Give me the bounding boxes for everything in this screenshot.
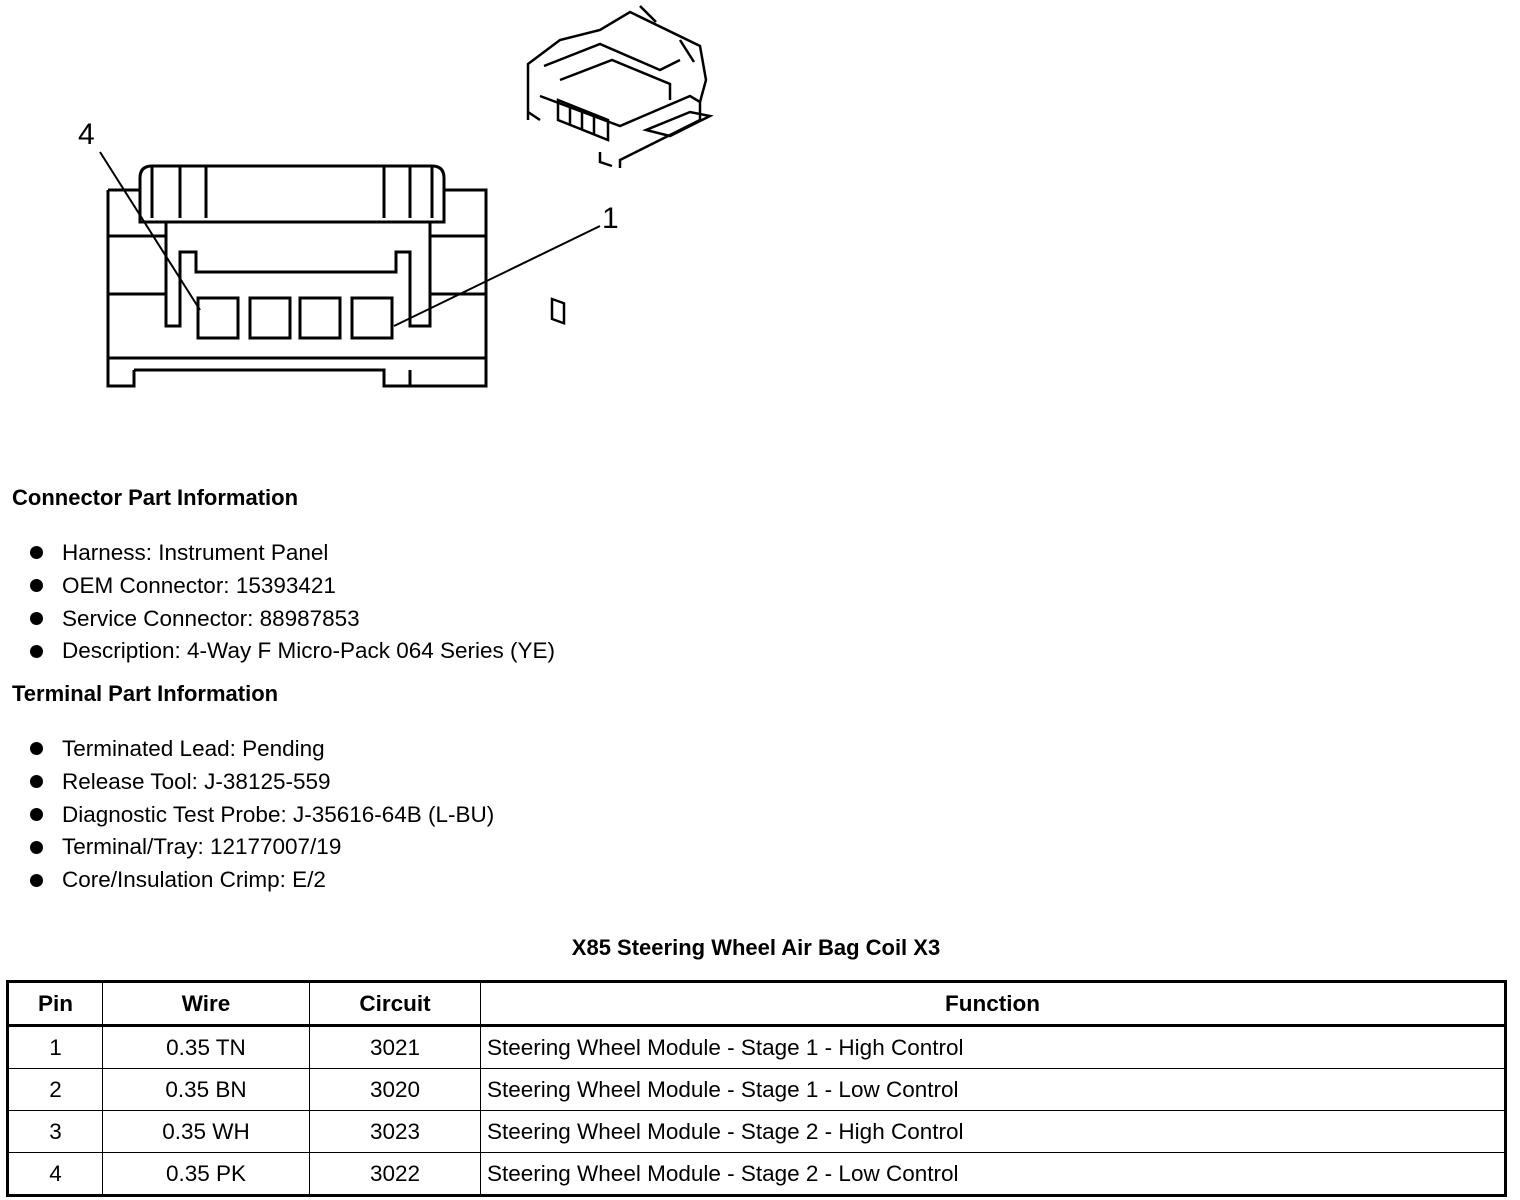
list-item: Core/Insulation Crimp: E/2 (28, 864, 494, 897)
list-item: Harness: Instrument Panel (28, 537, 555, 570)
column-header-function: Function (480, 981, 1506, 1026)
cell-wire: 0.35 WH (102, 1110, 310, 1153)
cell-function: Steering Wheel Module - Stage 1 - High C… (480, 1025, 1506, 1069)
list-item: Terminated Lead: Pending (28, 733, 494, 766)
cell-pin: 3 (7, 1110, 103, 1153)
terminal-info-list: Terminated Lead: Pending Release Tool: J… (28, 733, 494, 897)
terminal-info-heading: Terminal Part Information (12, 681, 279, 706)
cell-wire: 0.35 BN (102, 1068, 310, 1111)
list-item: Terminal/Tray: 12177007/19 (28, 831, 494, 864)
cell-function: Steering Wheel Module - Stage 2 - Low Co… (480, 1152, 1506, 1196)
list-item: OEM Connector: 15393421 (28, 570, 555, 603)
connector-iso-view (526, 5, 714, 325)
table-row: 2 0.35 BN 3020 Steering Wheel Module - S… (7, 1068, 1506, 1111)
table-row: 3 0.35 WH 3023 Steering Wheel Module - S… (7, 1110, 1506, 1153)
cell-function: Steering Wheel Module - Stage 1 - Low Co… (480, 1068, 1506, 1111)
column-header-circuit: Circuit (309, 981, 481, 1026)
cell-wire: 0.35 TN (102, 1025, 310, 1069)
cell-function: Steering Wheel Module - Stage 2 - High C… (480, 1110, 1506, 1153)
table-header-row: Pin Wire Circuit Function (7, 981, 1506, 1026)
cell-pin: 2 (7, 1068, 103, 1111)
list-item: Release Tool: J-38125-559 (28, 766, 494, 799)
cell-pin: 1 (7, 1025, 103, 1069)
connector-front-view (99, 151, 601, 388)
cell-circuit: 3022 (309, 1152, 481, 1196)
table-row: 1 0.35 TN 3021 Steering Wheel Module - S… (7, 1025, 1506, 1069)
column-header-wire: Wire (102, 981, 310, 1026)
pinout-table: Pin Wire Circuit Function 1 0.35 TN 3021… (6, 980, 1507, 1197)
connector-drawing (99, 5, 714, 388)
list-item: Description: 4-Way F Micro-Pack 064 Seri… (28, 635, 555, 668)
cell-pin: 4 (7, 1152, 103, 1196)
list-item: Diagnostic Test Probe: J-35616-64B (L-BU… (28, 799, 494, 832)
connector-illustration: 4 1 (0, 0, 760, 420)
table-title: X85 Steering Wheel Air Bag Coil X3 (571, 935, 941, 960)
connector-info-list: Harness: Instrument Panel OEM Connector:… (28, 537, 555, 668)
callout-pin-4: 4 (78, 118, 95, 151)
cell-circuit: 3021 (309, 1025, 481, 1069)
column-header-pin: Pin (7, 981, 103, 1026)
cell-wire: 0.35 PK (102, 1152, 310, 1196)
callout-pin-1: 1 (602, 202, 619, 235)
cell-circuit: 3023 (309, 1110, 481, 1153)
list-item: Service Connector: 88987853 (28, 603, 555, 636)
connector-info-heading: Connector Part Information (12, 485, 299, 510)
cell-circuit: 3020 (309, 1068, 481, 1111)
table-row: 4 0.35 PK 3022 Steering Wheel Module - S… (7, 1152, 1506, 1196)
